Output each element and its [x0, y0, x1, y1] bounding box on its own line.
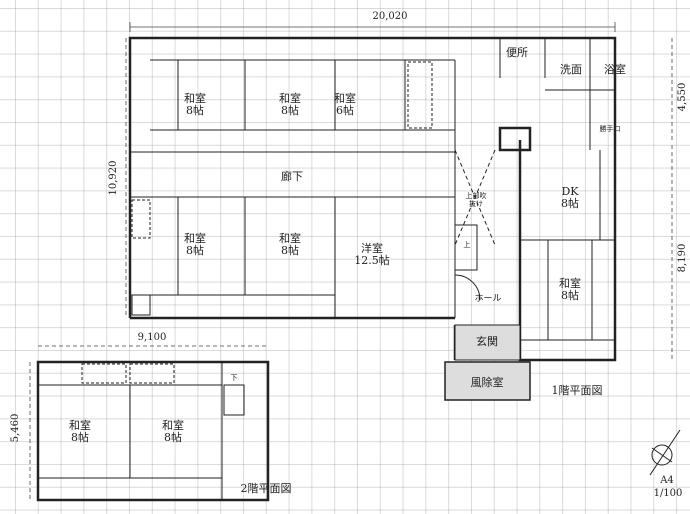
stair-down-label: 下 — [230, 374, 238, 382]
dim-2f-width: 9,100 — [137, 332, 167, 343]
void-label: 上部吹抜け — [465, 192, 487, 208]
bath-label: 浴室 — [604, 63, 626, 76]
stair-up-label: 上 — [463, 241, 471, 249]
floor2-title: 2階平面図 — [240, 482, 292, 495]
dim-width: 20,020 — [372, 11, 408, 22]
compass-icon — [649, 429, 681, 476]
dimension-lines — [29, 22, 673, 500]
floor1-partitions — [130, 38, 615, 341]
entrance-area — [444, 324, 531, 401]
floor2-walls — [36, 360, 270, 502]
kitchen-door-label: 勝手口 — [599, 125, 621, 133]
windbreak-label: 風除室 — [470, 376, 504, 389]
floor1-title: 1階平面図 — [551, 384, 603, 397]
hall-label: ホール — [474, 294, 502, 304]
washroom-label: 洗面 — [560, 63, 582, 76]
paper-size: A4 — [660, 475, 674, 486]
dim-right-lower: 8,190 — [677, 243, 688, 273]
toilet-label: 便所 — [506, 46, 528, 59]
corridor-label: 廊下 — [281, 170, 303, 183]
dim-2f-depth: 5,460 — [10, 413, 21, 443]
dim-right-upper: 4,550 — [677, 82, 688, 112]
scale: 1/100 — [653, 488, 683, 499]
floor1-walls — [128, 36, 617, 362]
dim-depth: 10,920 — [108, 160, 119, 196]
entrance-label: 玄関 — [476, 335, 498, 348]
